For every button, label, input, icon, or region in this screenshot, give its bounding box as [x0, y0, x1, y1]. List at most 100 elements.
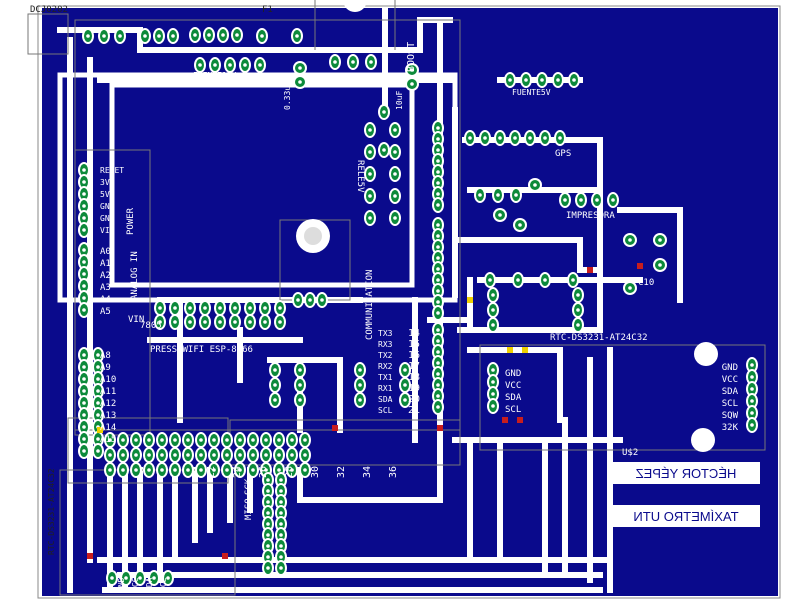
arduino-analog-ext-pad: [92, 431, 104, 447]
arduino-power-pad: [78, 222, 90, 238]
fuse-pad: [256, 28, 268, 44]
u2-label: U$2: [622, 448, 638, 458]
mount-hole-rtc-top: [694, 342, 718, 366]
comm-pin-label-3: RX2: [378, 362, 393, 371]
rtc-bottom-pin-label-0: GND: [117, 577, 126, 592]
arduino-analog-ext-pad: [78, 359, 90, 375]
mount-hole-top-edge: [343, 0, 367, 12]
arduino-bottom-pad: [247, 462, 259, 478]
cap-pad: [653, 233, 667, 247]
arduino-analog-pad: [78, 254, 90, 270]
bottom-pin-number-2: 26: [258, 466, 269, 478]
comm-pin-number-7: 21: [408, 405, 420, 416]
arduino-bottom-pad: [299, 462, 311, 478]
wifi-pad: [199, 314, 211, 330]
icsp-pad: [262, 527, 274, 543]
gps-pad: [494, 130, 506, 146]
analog-ext-label-6: A14: [100, 423, 116, 433]
cap-pad: [405, 63, 419, 77]
wifi-pad: [154, 300, 166, 316]
wifi-pad: [184, 314, 196, 330]
arduino-analog-ext-pad: [92, 407, 104, 423]
icsp-pad: [262, 505, 274, 521]
comm-pin-label-2: TX2: [378, 351, 393, 360]
arduino-bottom-pad: [273, 447, 285, 463]
gps-label: GPS: [555, 149, 571, 159]
rtc-left-label: RTC-DS3231-AT24C32: [47, 468, 56, 555]
cap-pad: [623, 281, 637, 295]
rtc-mid-pad: [487, 398, 499, 414]
rtc-right-pad: [746, 381, 758, 397]
rtc-bottom-pad: [120, 570, 132, 586]
icsp-pad: [262, 516, 274, 532]
crystal-pad: [493, 208, 507, 222]
arduino-bottom-pad: [221, 432, 233, 448]
wifi-pad: [214, 300, 226, 316]
vin-label: VIN: [128, 315, 144, 325]
icsp-pad: [262, 472, 274, 488]
rtc-mid-pin-label-0: GND: [505, 369, 521, 379]
arduino-bottom-pad: [130, 462, 142, 478]
arduino-bottom-pad: [260, 432, 272, 448]
arduino-bottom-pad: [260, 447, 272, 463]
arduino-digital-pad: [432, 142, 444, 158]
relay-pad: [364, 210, 376, 226]
bottom-pin-number-1: 24: [232, 466, 243, 478]
rtc-mid-pad: [487, 386, 499, 402]
via-yellow: [97, 427, 103, 433]
arduino-analog-ext-pad: [78, 395, 90, 411]
comm-pin-label-7: SCL: [378, 406, 393, 415]
power-pin-label-4: GND: [100, 214, 115, 223]
rtc-mid-pin-label-3: SCL: [505, 405, 521, 415]
arduino-bottom-pad: [182, 432, 194, 448]
relay-pad: [389, 166, 401, 182]
via-red: [437, 425, 443, 431]
arduino-comm-pad: [432, 366, 444, 382]
rtc-mid-pad: [487, 374, 499, 390]
wifi-pad: [294, 377, 306, 393]
comm-pin-label-6: SDA: [378, 395, 393, 404]
power-pin-label-5: VIN: [100, 226, 115, 235]
wifi-pad: [169, 314, 181, 330]
fuse-pad: [153, 28, 165, 44]
fuente-right-label: FUENTE5V: [512, 88, 551, 97]
icsp-pad: [275, 538, 287, 554]
icsp-pad: [262, 494, 274, 510]
arduino-bottom-pad: [286, 447, 298, 463]
rtc-bottom-pad: [162, 570, 174, 586]
boost-pad: [365, 54, 377, 70]
arduino-analog-pad: [78, 278, 90, 294]
analog-pin-label-5: A5: [100, 307, 111, 317]
gps-pad: [554, 130, 566, 146]
power-pin-label-0: RESET: [100, 166, 124, 175]
rtc-mid-pad: [487, 362, 499, 378]
relay-pad: [378, 142, 390, 158]
arduino-bottom-pad: [156, 432, 168, 448]
rtc-pad: [539, 272, 551, 288]
rtc-right-pin-label-2: SDA: [722, 387, 739, 397]
wifi-label: PRESS WIFI ESP-8266: [150, 345, 253, 355]
analog-ext-label-5: A13: [100, 411, 116, 421]
arduino-digital-pad: [432, 272, 444, 288]
dc-jack-label: DCJ0202: [30, 5, 68, 15]
bottom-pin-number-5: 32: [336, 466, 347, 478]
arduino-bottom-pad: [143, 462, 155, 478]
wifi-pad: [294, 362, 306, 378]
arduino-bottom-pad: [208, 462, 220, 478]
via-red: [587, 267, 593, 273]
comm-pin-number-0: 14: [408, 328, 420, 339]
arduino-analog-ext-pad: [92, 443, 104, 459]
arduino-bottom-pad: [195, 447, 207, 463]
arduino-bottom-pad: [273, 432, 285, 448]
wifi-pad: [354, 362, 366, 378]
arduino-digital-pad: [432, 131, 444, 147]
power-header: POWER: [126, 207, 136, 235]
via-yellow: [467, 297, 473, 303]
cap-pad: [293, 75, 307, 89]
arduino-bottom-pad: [169, 462, 181, 478]
cap-pad: [653, 258, 667, 272]
transistor-label: 7805: [140, 321, 162, 331]
arduino-comm-pad: [432, 344, 444, 360]
printer-pad: [492, 187, 504, 203]
rtc-right-pin-label-4: SQW: [722, 411, 739, 421]
